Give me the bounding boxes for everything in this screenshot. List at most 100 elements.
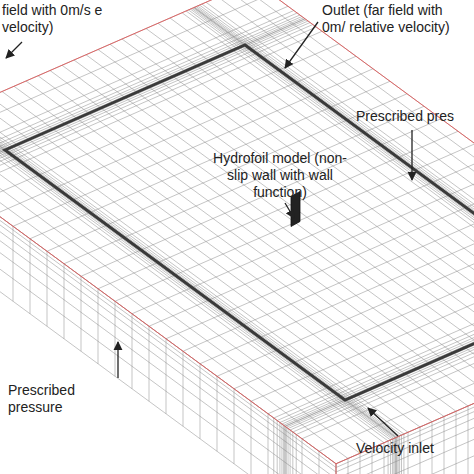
annotation-label: Prescribed pressure	[8, 382, 98, 416]
grid-line	[98, 289, 99, 364]
grid-line	[26, 81, 468, 406]
grid-line	[202, 4, 474, 329]
grid-line	[194, 8, 474, 333]
grid-line	[200, 206, 474, 364]
grid-line	[348, 459, 349, 474]
grid-line	[336, 464, 337, 474]
grid-line	[182, 13, 474, 338]
grid-line	[166, 339, 167, 414]
grid-line	[38, 76, 474, 401]
grid-line	[274, 261, 474, 419]
grid-line	[134, 34, 474, 359]
grid-line	[122, 39, 474, 364]
grid-line	[251, 244, 474, 402]
grid-line	[336, 342, 474, 474]
grid-line	[110, 44, 474, 369]
domain-edge	[336, 306, 474, 464]
grid-line	[319, 294, 474, 452]
grid-line	[280, 265, 474, 423]
domain-edge	[0, 0, 254, 139]
grid-line	[0, 110, 402, 435]
grid-line	[200, 5, 474, 330]
grid-line	[200, 364, 201, 439]
annotation-label: Hydrofoil model (non-slip wall with wall…	[210, 150, 350, 201]
grid-line	[0, 116, 388, 441]
grid-line	[0, 97, 432, 422]
grid-line	[336, 310, 474, 468]
grid-line	[132, 314, 133, 389]
grid-line	[30, 239, 31, 314]
grid-line	[360, 453, 361, 474]
grid-line	[47, 251, 48, 326]
grid-line	[186, 11, 474, 336]
grid-line	[0, 113, 396, 438]
grid-line	[195, 7, 474, 332]
grid-line	[336, 321, 474, 474]
grid-line	[336, 306, 474, 464]
grid-line	[115, 301, 116, 376]
grid-line	[277, 263, 474, 421]
annotation-label: Prescribed pres	[356, 108, 472, 125]
grid-line	[0, 113, 396, 438]
grid-line	[0, 102, 420, 427]
leader-arrow	[368, 408, 398, 436]
grid-line	[194, 8, 474, 333]
annotation-label: Velocity inlet	[356, 440, 472, 457]
grid-line	[0, 109, 404, 434]
grid-line	[336, 359, 474, 474]
leader-arrow	[411, 130, 412, 180]
leader-arrow	[285, 203, 294, 218]
grid-line	[296, 435, 297, 474]
grid-line	[98, 50, 474, 375]
grid-line	[0, 111, 400, 436]
grid-line	[0, 214, 336, 474]
grid-line	[193, 8, 474, 333]
grid-line	[234, 389, 235, 464]
annotation-label: field with 0m/s e velocity)	[2, 2, 114, 36]
domain-edge	[336, 464, 337, 474]
leader-arrow	[285, 22, 318, 68]
grid-line	[0, 112, 398, 437]
grid-line	[62, 65, 474, 390]
grid-line	[336, 464, 337, 474]
grid-line	[13, 226, 14, 301]
grid-line	[81, 276, 82, 351]
grid-line	[456, 411, 457, 474]
grid-line	[336, 306, 474, 464]
grid-line	[0, 163, 336, 474]
grid-line	[302, 439, 303, 474]
grid-line	[183, 351, 184, 426]
grid-line	[196, 7, 474, 332]
grid-line	[50, 71, 474, 396]
grid-line	[192, 8, 474, 333]
grid-line	[288, 429, 289, 474]
leader-arrow	[117, 342, 118, 378]
grid-line	[190, 9, 474, 334]
grid-line	[0, 175, 336, 474]
grid-line	[64, 264, 65, 339]
grid-line	[0, 154, 336, 474]
grid-line	[81, 119, 441, 277]
grid-line	[0, 15, 300, 173]
grid-line	[0, 191, 336, 474]
grid-line	[468, 406, 469, 474]
grid-line	[268, 414, 269, 474]
annotation-label: Outlet (far field with 0m/ relative velo…	[322, 2, 462, 36]
grid-line	[14, 86, 456, 411]
refinement-band	[5, 45, 474, 400]
leader-lines	[6, 22, 412, 436]
grid-line	[149, 326, 150, 401]
grid-line	[290, 430, 291, 474]
grid-line	[198, 6, 474, 331]
grid-line	[217, 376, 218, 451]
grid-line	[0, 112, 397, 437]
leader-arrow	[6, 42, 22, 58]
grid-line	[281, 424, 282, 474]
grid-line	[286, 427, 287, 474]
grid-line	[206, 2, 474, 327]
grid-line	[158, 23, 474, 348]
grid-line	[290, 273, 474, 431]
